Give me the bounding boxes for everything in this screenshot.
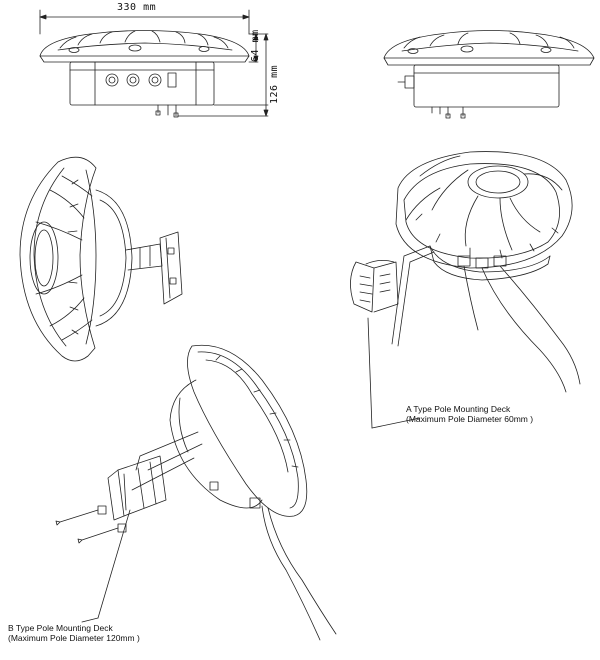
width-dimension-label: 330 mm	[117, 2, 157, 13]
a-type-callout-title: A Type Pole Mounting Deck	[406, 404, 511, 414]
b-type-callout-title: B Type Pole Mounting Deck	[8, 623, 113, 633]
a-type-pole-mount-view	[350, 151, 581, 429]
b-type-callout: B Type Pole Mounting Deck (Maximum Pole …	[8, 623, 140, 643]
front-elevation-view	[39, 9, 269, 118]
a-type-callout-note: (Maximum Pole Diameter 60mm )	[406, 414, 534, 424]
side-elevation-view	[383, 30, 595, 119]
b-type-callout-note: (Maximum Pole Diameter 120mm )	[8, 633, 140, 643]
b-type-pole-mount-view	[55, 344, 337, 641]
body-height-dimension-label: 64 mm	[250, 29, 261, 62]
total-height-dimension-label: 126 mm	[269, 64, 280, 104]
wall-mount-side-view	[19, 156, 183, 362]
a-type-callout: A Type Pole Mounting Deck (Maximum Pole …	[406, 404, 533, 424]
